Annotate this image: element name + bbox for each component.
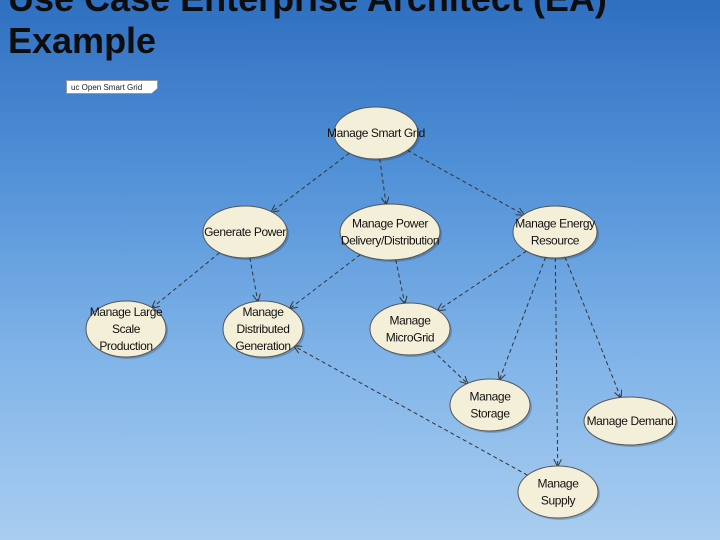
use-case-label: Manage Smart Grid xyxy=(327,126,425,140)
use-case-label: Resource xyxy=(531,234,580,248)
use-case-label: Manage Power xyxy=(352,217,428,231)
use-case-manage-demand[interactable]: Manage Demand xyxy=(584,397,678,447)
use-case-label: Manage Large xyxy=(90,305,163,319)
use-case-ellipse xyxy=(450,379,530,431)
use-case-label: Generation xyxy=(235,339,290,353)
use-case-label: Generate Power xyxy=(204,225,286,239)
use-case-label: Delivery/Distribution xyxy=(341,234,439,248)
use-case-ellipse xyxy=(340,204,440,260)
use-case-label: Scale xyxy=(112,322,141,336)
relationship-manage-power-delivery-to-manage-distributed-generation xyxy=(290,255,360,309)
relationship-manage-microgrid-to-manage-storage xyxy=(433,351,468,384)
relationship-manage-energy-resource-to-manage-supply xyxy=(555,258,557,466)
use-case-label: Supply xyxy=(541,494,576,508)
use-case-ellipse xyxy=(518,466,598,518)
relationship-manage-power-delivery-to-manage-microgrid xyxy=(396,260,405,303)
use-case-label: Manage xyxy=(470,390,512,404)
relationship-manage-energy-resource-to-manage-demand xyxy=(565,257,621,397)
use-case-label: Manage xyxy=(243,305,285,319)
relationship-manage-smart-grid-to-generate-power xyxy=(272,153,350,212)
relationship-generate-power-to-manage-large-scale-production xyxy=(152,253,220,308)
use-case-generate-power[interactable]: Generate Power xyxy=(203,206,289,260)
relationship-manage-smart-grid-to-manage-power-delivery xyxy=(380,159,386,204)
use-case-label: Production xyxy=(99,339,152,353)
use-case-label: Manage Energy xyxy=(515,217,595,231)
use-case-label: Storage xyxy=(470,407,510,421)
relationship-manage-energy-resource-to-manage-microgrid xyxy=(438,251,527,310)
relationship-generate-power-to-manage-distributed-generation xyxy=(250,258,258,301)
use-case-label: Manage xyxy=(390,314,432,328)
use-case-label: Distributed xyxy=(237,322,290,336)
relationship-manage-energy-resource-to-manage-storage xyxy=(500,257,546,379)
use-case-label: Manage xyxy=(538,477,580,491)
relationship-manage-smart-grid-to-manage-energy-resource xyxy=(407,150,523,214)
use-case-ellipse xyxy=(370,303,450,355)
use-case-label: MicroGrid xyxy=(386,331,434,345)
use-case-ellipse xyxy=(513,206,597,258)
use-case-manage-smart-grid[interactable]: Manage Smart Grid xyxy=(327,107,425,161)
use-case-label: Manage Demand xyxy=(587,414,674,428)
